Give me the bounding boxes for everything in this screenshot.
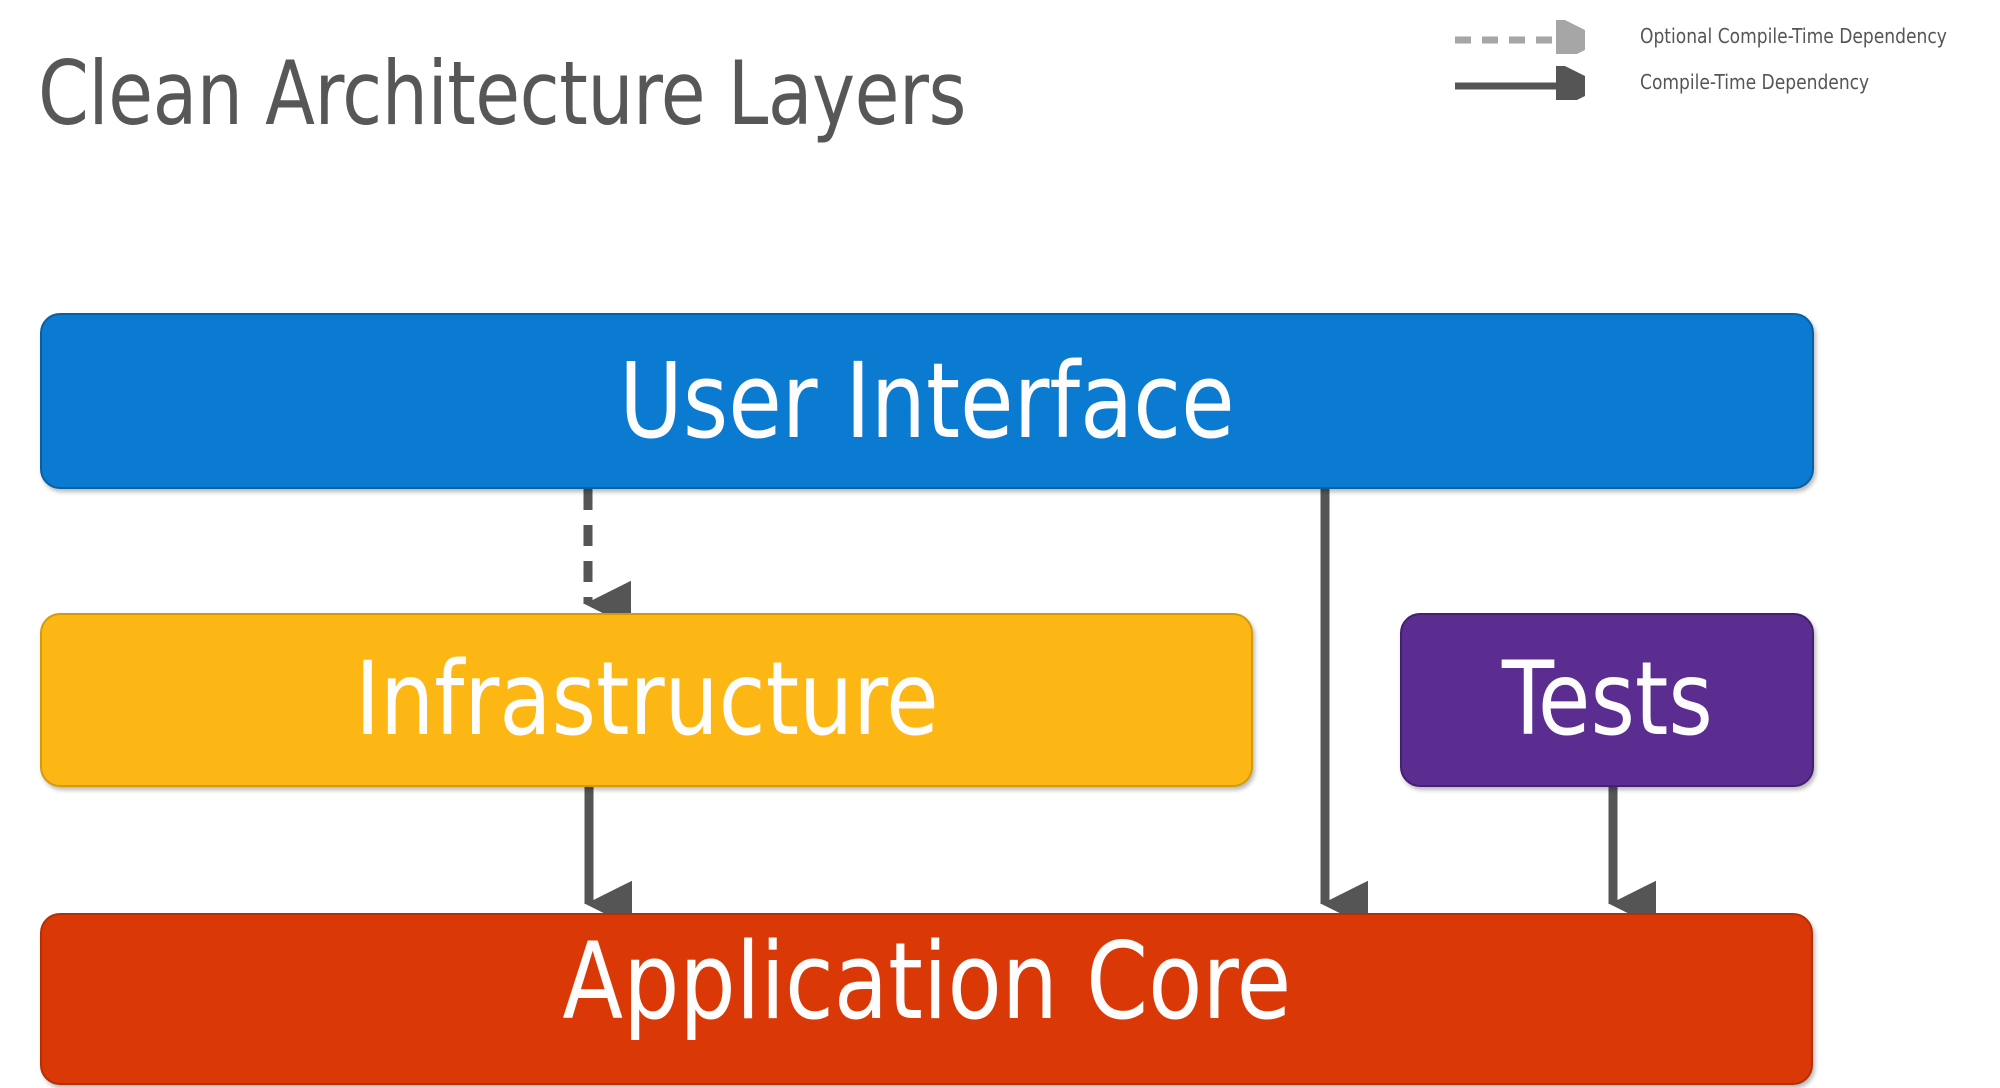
legend-label-compile-time: Compile-Time Dependency: [1640, 70, 1870, 94]
layer-box-application-core[interactable]: Application Core: [40, 913, 1813, 1085]
legend-item-compile-time: Compile-Time Dependency: [1455, 61, 2000, 111]
layer-label-tests: Tests: [1501, 640, 1713, 759]
layer-label-infrastructure: Infrastructure: [354, 640, 939, 759]
solid-arrow-icon: [1455, 61, 1605, 111]
legend: Optional Compile-Time Dependency Compile…: [1455, 12, 2000, 111]
page-title: Clean Architecture Layers: [38, 42, 967, 145]
layer-box-user-interface[interactable]: User Interface: [40, 313, 1814, 489]
layer-box-infrastructure[interactable]: Infrastructure: [40, 613, 1253, 787]
legend-item-optional: Optional Compile-Time Dependency: [1455, 15, 2000, 65]
dashed-arrow-icon: [1455, 15, 1605, 65]
layer-label-application-core: Application Core: [562, 920, 1291, 1043]
legend-label-optional: Optional Compile-Time Dependency: [1640, 24, 1947, 48]
layer-label-user-interface: User Interface: [619, 340, 1235, 462]
layer-box-tests[interactable]: Tests: [1400, 613, 1814, 787]
